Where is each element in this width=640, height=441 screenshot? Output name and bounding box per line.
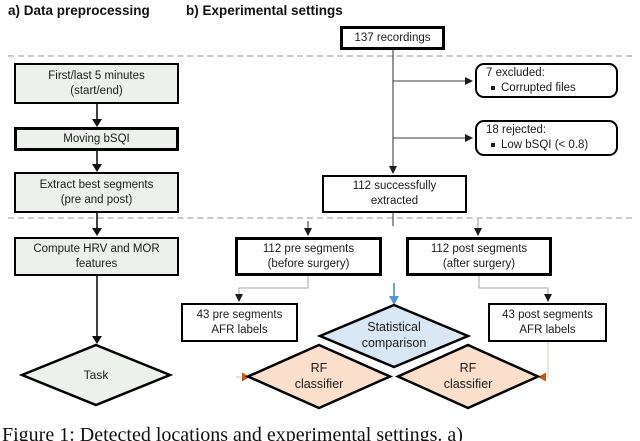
rejected-box: 18 rejected: Low bSQI (< 0.8) bbox=[475, 120, 618, 156]
rf-right-line2: classifier bbox=[443, 376, 493, 391]
statistical-line1: Statistical bbox=[367, 320, 421, 334]
post-segments-label: 112 post segments bbox=[430, 242, 528, 255]
afr-arrowheads bbox=[235, 294, 552, 302]
post-segments-sublabel: (after surgery) bbox=[442, 257, 516, 270]
post-afr-labels-box: 43 post segments AFR labels bbox=[488, 303, 607, 342]
rf-right-label: RF classifier bbox=[408, 361, 528, 392]
step-label: Extract best segments bbox=[39, 178, 154, 191]
step-sublabel: features bbox=[75, 257, 118, 270]
rf-left-label: RF classifier bbox=[259, 361, 379, 392]
step-moving-bsqi-box: Moving bSQI bbox=[14, 127, 179, 151]
rejected-item: Low bSQI (< 0.8) bbox=[501, 139, 589, 151]
statistical-arrow-blue bbox=[389, 283, 399, 305]
step-first-last-box: First/last 5 minutes (start/end) bbox=[14, 63, 179, 104]
extracted-label: 112 successfully bbox=[352, 180, 437, 193]
extracted-box: 112 successfully extracted bbox=[322, 175, 467, 213]
dashed-separator-top bbox=[8, 55, 632, 57]
rf-right-line1: RF bbox=[459, 361, 477, 375]
recordings-label: 137 recordings bbox=[354, 31, 431, 44]
pre-afr-sublabel: AFR labels bbox=[211, 323, 268, 336]
excluded-title: 7 excluded: bbox=[486, 66, 545, 79]
step-label: Moving bSQI bbox=[63, 132, 130, 145]
post-segments-box: 112 post segments (after surgery) bbox=[406, 237, 552, 276]
square-bullet-icon bbox=[491, 143, 495, 148]
dashed-separator-middle bbox=[8, 217, 632, 219]
afr-elbow-connectors bbox=[238, 276, 549, 295]
rf-left-line1: RF bbox=[310, 361, 328, 375]
pre-segments-box: 112 pre segments (before surgery) bbox=[235, 237, 382, 276]
recordings-box: 137 recordings bbox=[340, 26, 445, 50]
rf-classifier-right-diamond bbox=[394, 343, 542, 410]
post-afr-label: 43 post segments bbox=[502, 308, 593, 321]
pre-afr-labels-box: 43 pre segments AFR labels bbox=[181, 303, 298, 342]
rf-classifier-left-diamond bbox=[244, 343, 394, 410]
step-label: Compute HRV and MOR bbox=[33, 242, 160, 255]
excluded-item: Corrupted files bbox=[501, 81, 576, 94]
step-sublabel: (start/end) bbox=[70, 84, 123, 97]
pre-segments-label: 112 pre segments bbox=[262, 242, 355, 255]
preprocessing-flow-arrows bbox=[92, 104, 102, 344]
task-diamond bbox=[18, 343, 174, 407]
rejected-title: 18 rejected: bbox=[486, 124, 547, 137]
figure-caption: Figure 1: Detected locations and experim… bbox=[2, 424, 463, 441]
task-label: Task bbox=[83, 368, 109, 382]
section-b-title: b) Experimental settings bbox=[186, 3, 343, 18]
rf-left-line2: classifier bbox=[294, 376, 344, 391]
post-afr-sublabel: AFR labels bbox=[519, 323, 576, 336]
rf-orange-connectors bbox=[236, 342, 549, 382]
recordings-flow-arrows bbox=[304, 50, 482, 236]
section-a-title: a) Data preprocessing bbox=[8, 3, 150, 18]
pre-segments-sublabel: (before surgery) bbox=[267, 257, 350, 270]
statistical-line2: comparison bbox=[361, 335, 427, 350]
pre-afr-label: 43 pre segments bbox=[196, 308, 283, 321]
statistical-comparison-diamond bbox=[316, 303, 472, 369]
excluded-box: 7 excluded: Corrupted files bbox=[475, 63, 618, 98]
step-extract-box: Extract best segments (pre and post) bbox=[14, 172, 179, 213]
extracted-sublabel: extracted bbox=[370, 195, 419, 207]
step-compute-box: Compute HRV and MOR features bbox=[14, 237, 179, 276]
statistical-label: Statistical comparison bbox=[334, 320, 454, 351]
square-bullet-icon bbox=[491, 85, 495, 90]
step-label: First/last 5 minutes bbox=[48, 69, 145, 82]
step-sublabel: (pre and post) bbox=[60, 193, 133, 206]
